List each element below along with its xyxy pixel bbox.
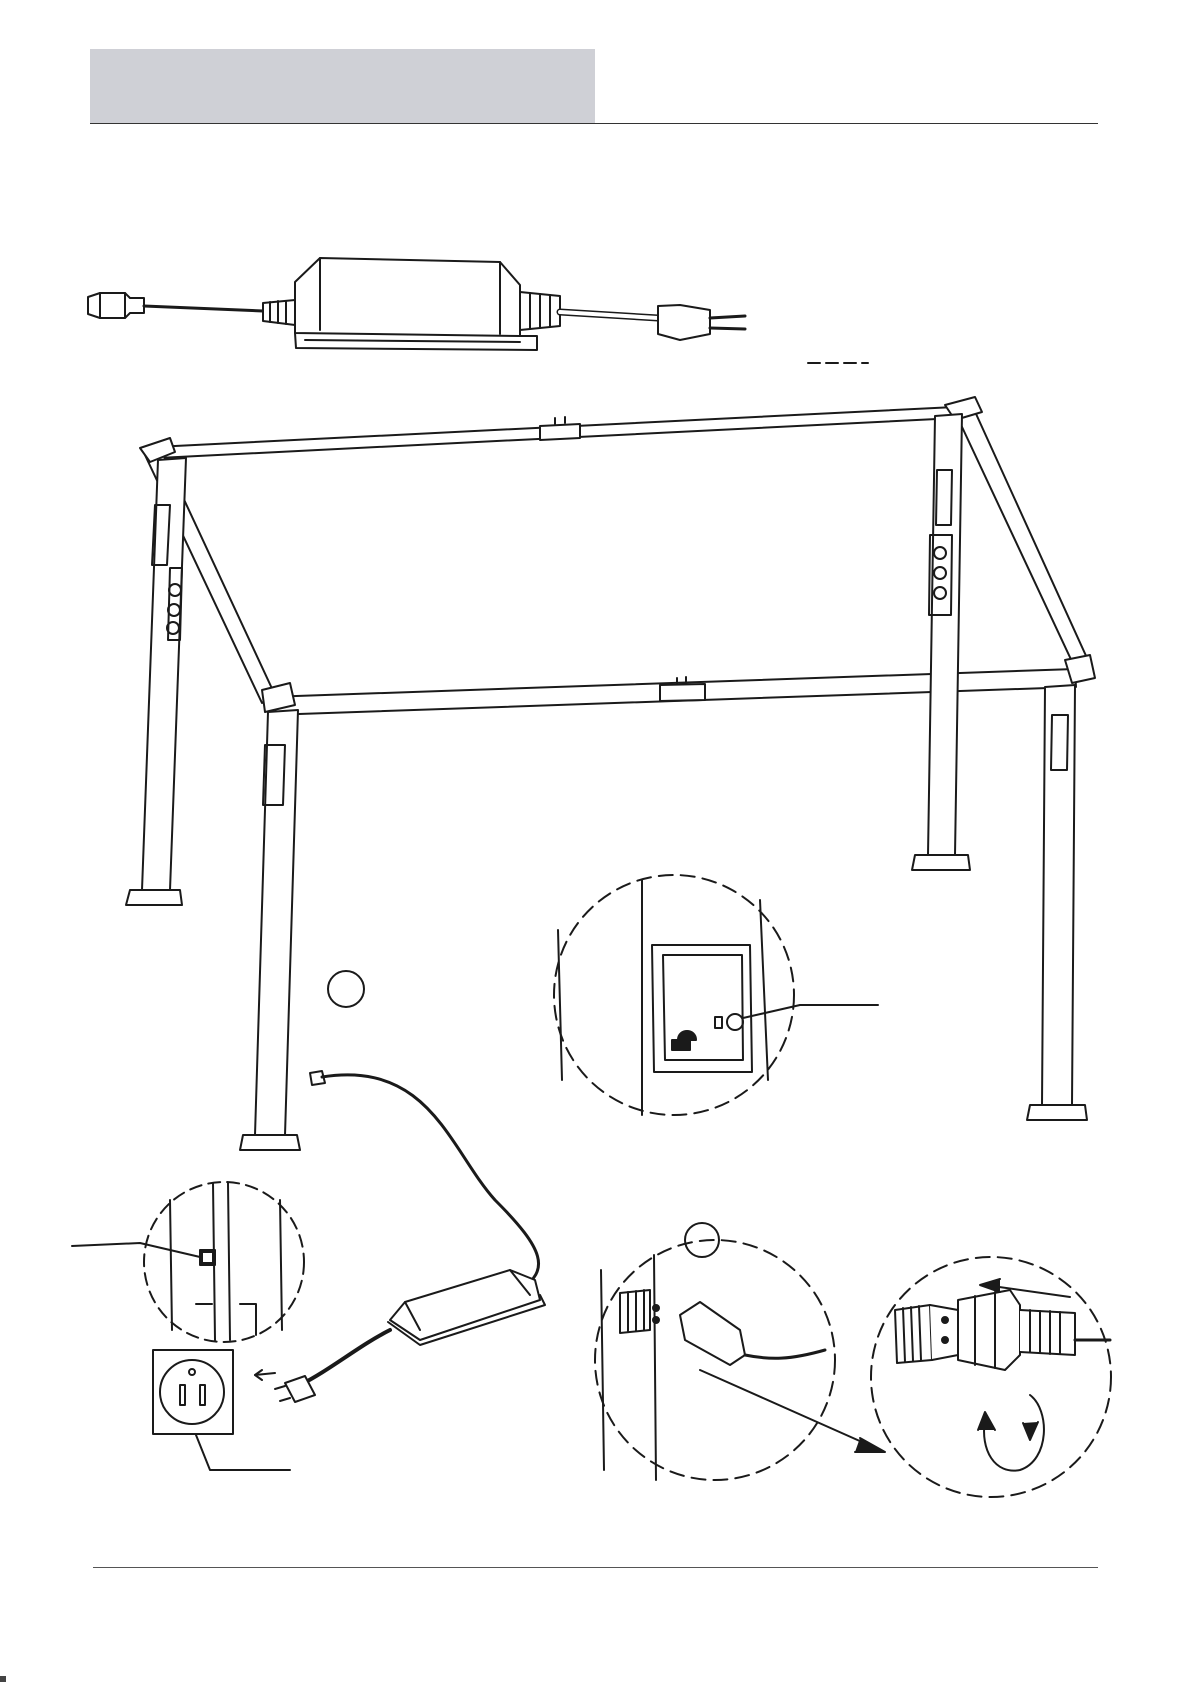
connector-insert-detail xyxy=(595,1240,885,1480)
step-marker-circle xyxy=(328,971,364,1007)
footer-rule xyxy=(93,1567,1098,1568)
power-adapter-top xyxy=(88,258,745,350)
adapter-cable xyxy=(255,1071,545,1402)
page-corner-mark xyxy=(0,1676,6,1682)
socket-detail xyxy=(554,875,878,1115)
connector-tighten-detail xyxy=(871,1257,1111,1497)
gazebo-frame xyxy=(126,397,1095,1150)
switch-detail xyxy=(72,1182,304,1342)
wall-outlet xyxy=(153,1350,290,1470)
